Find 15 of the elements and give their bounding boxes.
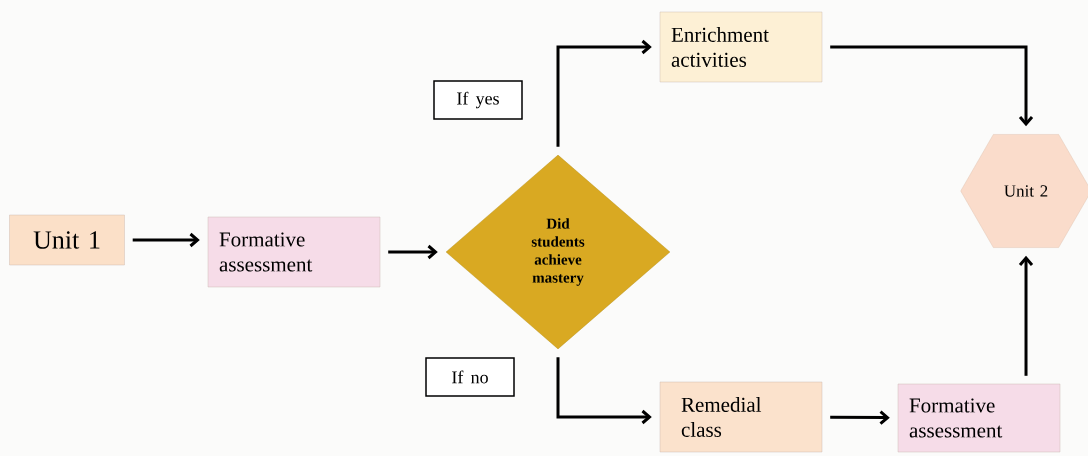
arrow [132, 232, 200, 248]
arrow [1018, 255, 1034, 376]
edge-label: If no [425, 357, 515, 397]
arrow [388, 244, 438, 260]
arrow [830, 45, 1034, 127]
process-box: Remedial class [659, 381, 823, 453]
end-hexagon: Unit 2 [960, 134, 1088, 248]
edge-label: If yes [433, 80, 523, 120]
process-box: Formative assessment [897, 383, 1061, 453]
arrow [556, 39, 652, 147]
arrow [830, 410, 890, 425]
process-box: Enrichment activities [659, 11, 823, 83]
arrow [556, 357, 652, 425]
process-box: Formative assessment [207, 216, 381, 288]
start-box: Unit 1 [9, 214, 125, 266]
